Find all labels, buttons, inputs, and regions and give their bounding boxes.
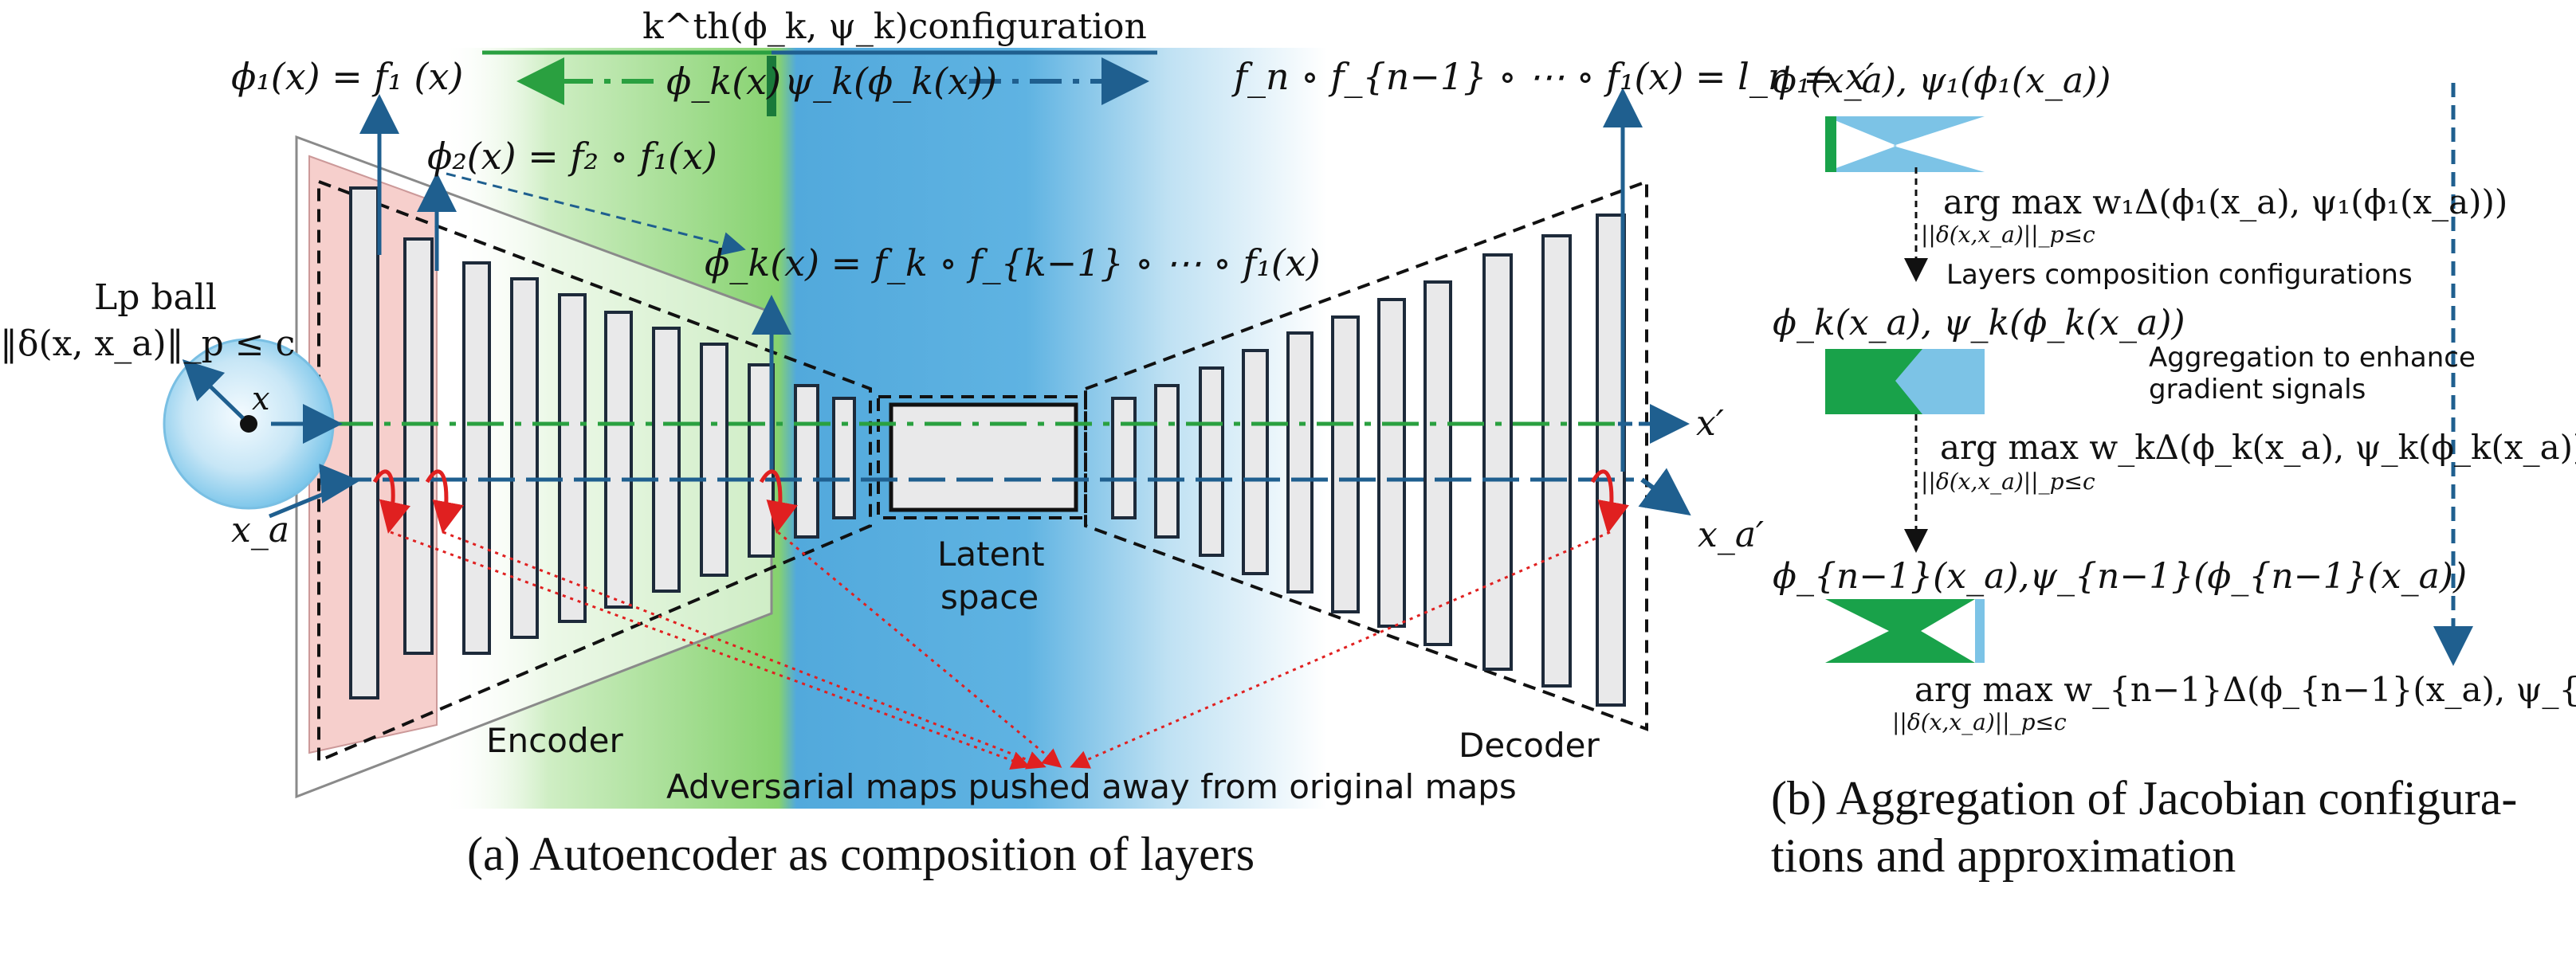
fn-label: f_n ∘ f_{n−1} ∘ ⋯ ∘ f₁(x) = l_n = x′ (1231, 55, 1875, 98)
encoder-outline (317, 179, 872, 764)
decoder-layer (1482, 253, 1513, 671)
phi2-to-phik-arrow (446, 172, 746, 256)
layers-composition-note: Layers composition configurations (1946, 259, 2413, 291)
decoder-layer (1242, 349, 1269, 575)
encoder-layer (403, 237, 434, 655)
encoder-layer (510, 277, 539, 639)
curved-arrow (1590, 469, 1629, 534)
xa-label: x_a (231, 510, 289, 550)
encoder-layer (604, 311, 633, 609)
panel-b-caption-1: (b) Aggregation of Jacobian configura- (1771, 772, 2517, 825)
argmaxk: arg max w_kΔ(ϕ_k(x_a), ψ_k(ϕ_k(x_a))) (1940, 428, 2576, 467)
decoder-layers (1111, 214, 1626, 707)
latent-space-outline (877, 395, 1087, 519)
decoder-layer (1541, 234, 1572, 688)
aggregation-note-1: Aggregation to enhance (2149, 342, 2476, 374)
lp-ball-title: Lp ball (94, 277, 217, 318)
encoder-label: Encoder (486, 721, 623, 760)
curved-arrow (425, 469, 464, 534)
encoder-layer (794, 384, 819, 539)
latent-label-2: space (940, 578, 1039, 617)
config1-label: ϕ₁(x_a), ψ₁(ϕ₁(x_a)) (1773, 61, 2111, 101)
adversarial-label: Adversarial maps pushed away from origin… (666, 767, 1517, 806)
decoder-layer (1423, 280, 1452, 646)
xa-prime-label: x_a′ (1698, 515, 1764, 555)
decoder-layer (1111, 397, 1137, 519)
decoder-layer (1199, 366, 1224, 557)
config-divider (767, 56, 776, 116)
curved-arrow (759, 469, 798, 534)
phik-short-label: ϕ_k(x) (666, 60, 781, 103)
input-point (240, 415, 257, 433)
xa-arrow-head (319, 464, 360, 503)
decoder-layer (1331, 315, 1360, 613)
confign-label: ϕ_{n−1}(x_a),ψ_{n−1}(ϕ_{n−1}(x_a)) (1773, 556, 2467, 597)
map-line (1070, 531, 1611, 769)
decoder-layer (1596, 214, 1626, 707)
perturbation-arrows (372, 469, 1629, 534)
phi2-label: ϕ₂(x) = f₂ ∘ f₁(x) (427, 135, 717, 178)
encoder-layer (700, 343, 728, 577)
argmax1: arg max w₁Δ(ϕ₁(x_a), ψ₁(ϕ₁(x_a))) (1943, 182, 2507, 221)
configk-shape (1825, 349, 1985, 414)
panel-a-caption: (a) Autoencoder as composition of layers (467, 828, 1255, 880)
config1-shape (1825, 116, 1985, 172)
panel-a: Lp ball ‖δ(x, x_a)‖_p ≤ c x x_a x′ x_a′ … (0, 6, 1875, 880)
encoder-layers (349, 186, 856, 699)
x-label: x (252, 381, 270, 417)
confign-shape (1825, 599, 1985, 663)
radius-arrow (182, 359, 245, 420)
panel-b: ϕ₁(x_a), ψ₁(ϕ₁(x_a)) arg max w₁Δ(ϕ₁(x_a)… (1771, 61, 2576, 882)
decoder-layer (1286, 331, 1314, 594)
panel-b-caption-2: tions and approximation (1771, 829, 2236, 882)
latent-label-1: Latent (937, 535, 1045, 574)
argmaxn: arg max w_{n−1}Δ(ϕ_{n−1}(x_a), ψ_{n−1}(ϕ… (1914, 670, 2576, 709)
decoder-layer (1154, 384, 1180, 539)
phik-label: ϕ_k(x) = f_k ∘ f_{k−1} ∘ ⋯ ∘ f₁(x) (705, 241, 1321, 284)
lp-ball-formula: ‖δ(x, x_a)‖_p ≤ c (0, 323, 295, 364)
encoder-layer (832, 397, 856, 519)
configk-label: ϕ_k(x_a), ψ_k(ϕ_k(x_a)) (1773, 303, 2185, 343)
encoder-layer (652, 327, 681, 593)
aggregation-note-2: gradient signals (2149, 374, 2366, 406)
constraintk: ||δ(x,x_a)||_p≤c (1921, 468, 2095, 495)
encoder-layer (462, 261, 491, 655)
adversarial-map-lines (390, 531, 1611, 770)
encoder-layer (349, 186, 379, 699)
phi1-label: ϕ₁(x) = f₁ (x) (231, 55, 463, 98)
decoder-layer (1377, 298, 1406, 628)
psik-short-label: ψ_k(ϕ_k(x)) (784, 60, 997, 103)
map-line (777, 531, 1062, 768)
x-prime-label: x′ (1696, 403, 1724, 444)
kth-config-label: k^th(ϕ_k, ψ_k)configuration (642, 6, 1147, 47)
encoder-layer (558, 293, 587, 623)
decoder-label: Decoder (1459, 726, 1600, 765)
map-line (390, 531, 1031, 770)
curved-arrow (372, 469, 410, 534)
constraint1: ||δ(x,x_a)||_p≤c (1921, 221, 2095, 248)
adversarial-output-arrow (1638, 468, 1691, 516)
latent-space-box (889, 402, 1078, 512)
constraintn: ||δ(x,x_a)||_p≤c (1892, 709, 2067, 735)
